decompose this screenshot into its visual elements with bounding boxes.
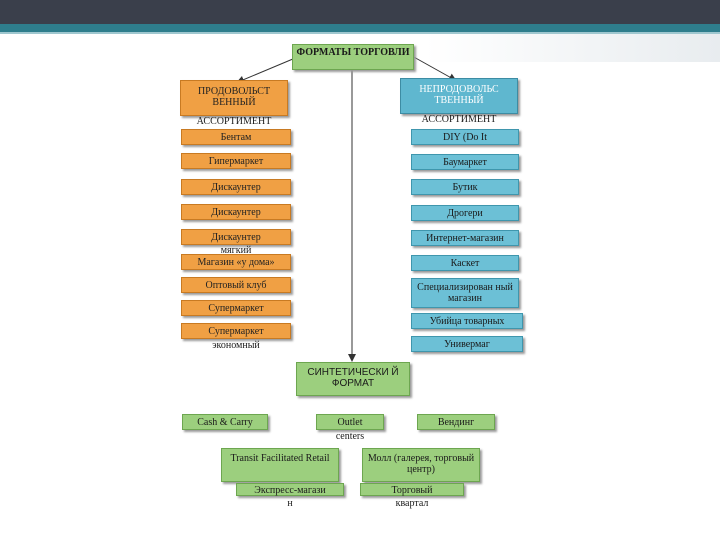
nonfood-item: Дрогери: [411, 205, 519, 221]
food-item: Дискаунтер: [181, 179, 291, 195]
root-label: ФОРМАТЫ ТОРГОВЛИ: [296, 47, 410, 58]
box-label: Дискаунтер: [211, 232, 261, 243]
box-label: Супермаркет: [208, 326, 264, 337]
box-label: Специализирован ный магазин: [417, 282, 513, 304]
box-label: Магазин «у дома»: [197, 257, 275, 268]
nonfood-item: Баумаркет: [411, 154, 519, 170]
food-item: Дискаунтер: [181, 229, 291, 245]
box-label: Интернет-магазин: [426, 233, 504, 244]
box-label: Вендинг: [437, 417, 475, 428]
box-label: Дрогери: [447, 208, 483, 219]
slide-accent-line: [0, 32, 720, 34]
nonfood-item: DIY (Do It: [411, 129, 519, 145]
box-label: Супермаркет: [208, 303, 264, 314]
nonfood-header-under: АССОРТИМЕНТ: [421, 114, 497, 125]
synthetic-header-label: СИНТЕТИЧЕСКИ Й ФОРМАТ: [307, 367, 399, 389]
box-label: Transit Facilitated Retail: [230, 453, 330, 464]
box-label: Убийца товарных: [429, 316, 505, 327]
synthetic-item-under: н: [287, 498, 293, 509]
synthetic-item-under: квартал: [395, 498, 429, 509]
nonfood-header-box: НЕПРОДОВОЛЬС ТВЕННЫЙ: [400, 78, 518, 114]
food-item: Оптовый клуб: [181, 277, 291, 293]
synthetic-item: Вендинг: [417, 414, 495, 430]
nonfood-item: Убийца товарных: [411, 313, 523, 329]
box-label: Outlet: [337, 417, 363, 428]
food-item: Дискаунтер: [181, 204, 291, 220]
box-label: Дискаунтер: [211, 182, 261, 193]
box-label: DIY (Do It: [442, 132, 488, 143]
synthetic-item: Cash & Carry: [182, 414, 268, 430]
food-header-under: АССОРТИМЕНТ: [196, 116, 272, 127]
synthetic-item-under: centers: [335, 431, 365, 442]
food-item: Магазин «у дома»: [181, 254, 291, 270]
box-label: Дискаунтер: [211, 207, 261, 218]
food-item: Бентам: [181, 129, 291, 145]
food-item-under: экономный: [212, 340, 260, 351]
food-header-box: ПРОДОВОЛЬСТ ВЕННЫЙ: [180, 80, 288, 116]
nonfood-item: Интернет-магазин: [411, 230, 519, 246]
box-label: Бутик: [452, 182, 478, 193]
box-label: Молл (галерея, торговый центр): [367, 453, 475, 475]
nonfood-item: Каскет: [411, 255, 519, 271]
nonfood-item: Бутик: [411, 179, 519, 195]
box-label: Баумаркет: [443, 157, 487, 168]
synthetic-item: Торговый: [360, 483, 464, 496]
food-item: Гипермаркет: [181, 153, 291, 169]
box-label: Экспресс-магази: [254, 485, 326, 496]
synthetic-item: Outlet: [316, 414, 384, 430]
root-box: ФОРМАТЫ ТОРГОВЛИ: [292, 44, 414, 70]
slide-accent-bar: [0, 24, 720, 32]
box-label: Cash & Carry: [197, 417, 253, 428]
box-label: Торговый: [391, 485, 433, 496]
box-label: Бентам: [220, 132, 252, 143]
synthetic-item: Молл (галерея, торговый центр): [362, 448, 480, 482]
arrow-to-food: [236, 55, 301, 84]
synthetic-header-box: СИНТЕТИЧЕСКИ Й ФОРМАТ: [296, 362, 410, 396]
nonfood-item: Специализирован ный магазин: [411, 278, 519, 308]
box-label: Каскет: [450, 258, 480, 269]
box-label: Гипермаркет: [208, 156, 264, 167]
box-label: Оптовый клуб: [205, 280, 267, 291]
food-header-label: ПРОДОВОЛЬСТ ВЕННЫЙ: [197, 86, 271, 108]
arrow-to-nonfood: [411, 55, 457, 81]
synthetic-item: Экспресс-магази: [236, 483, 344, 496]
box-label: Универмаг: [444, 339, 490, 350]
slide-top-bar: [0, 0, 720, 24]
food-item: Супермаркет: [181, 323, 291, 339]
synthetic-item: Transit Facilitated Retail: [221, 448, 339, 482]
nonfood-header-label: НЕПРОДОВОЛЬС ТВЕННЫЙ: [419, 84, 499, 106]
nonfood-item: Универмаг: [411, 336, 523, 352]
food-item: Супермаркет: [181, 300, 291, 316]
slide-header-shade: [425, 34, 720, 62]
food-item-under: мягкий: [220, 245, 252, 256]
